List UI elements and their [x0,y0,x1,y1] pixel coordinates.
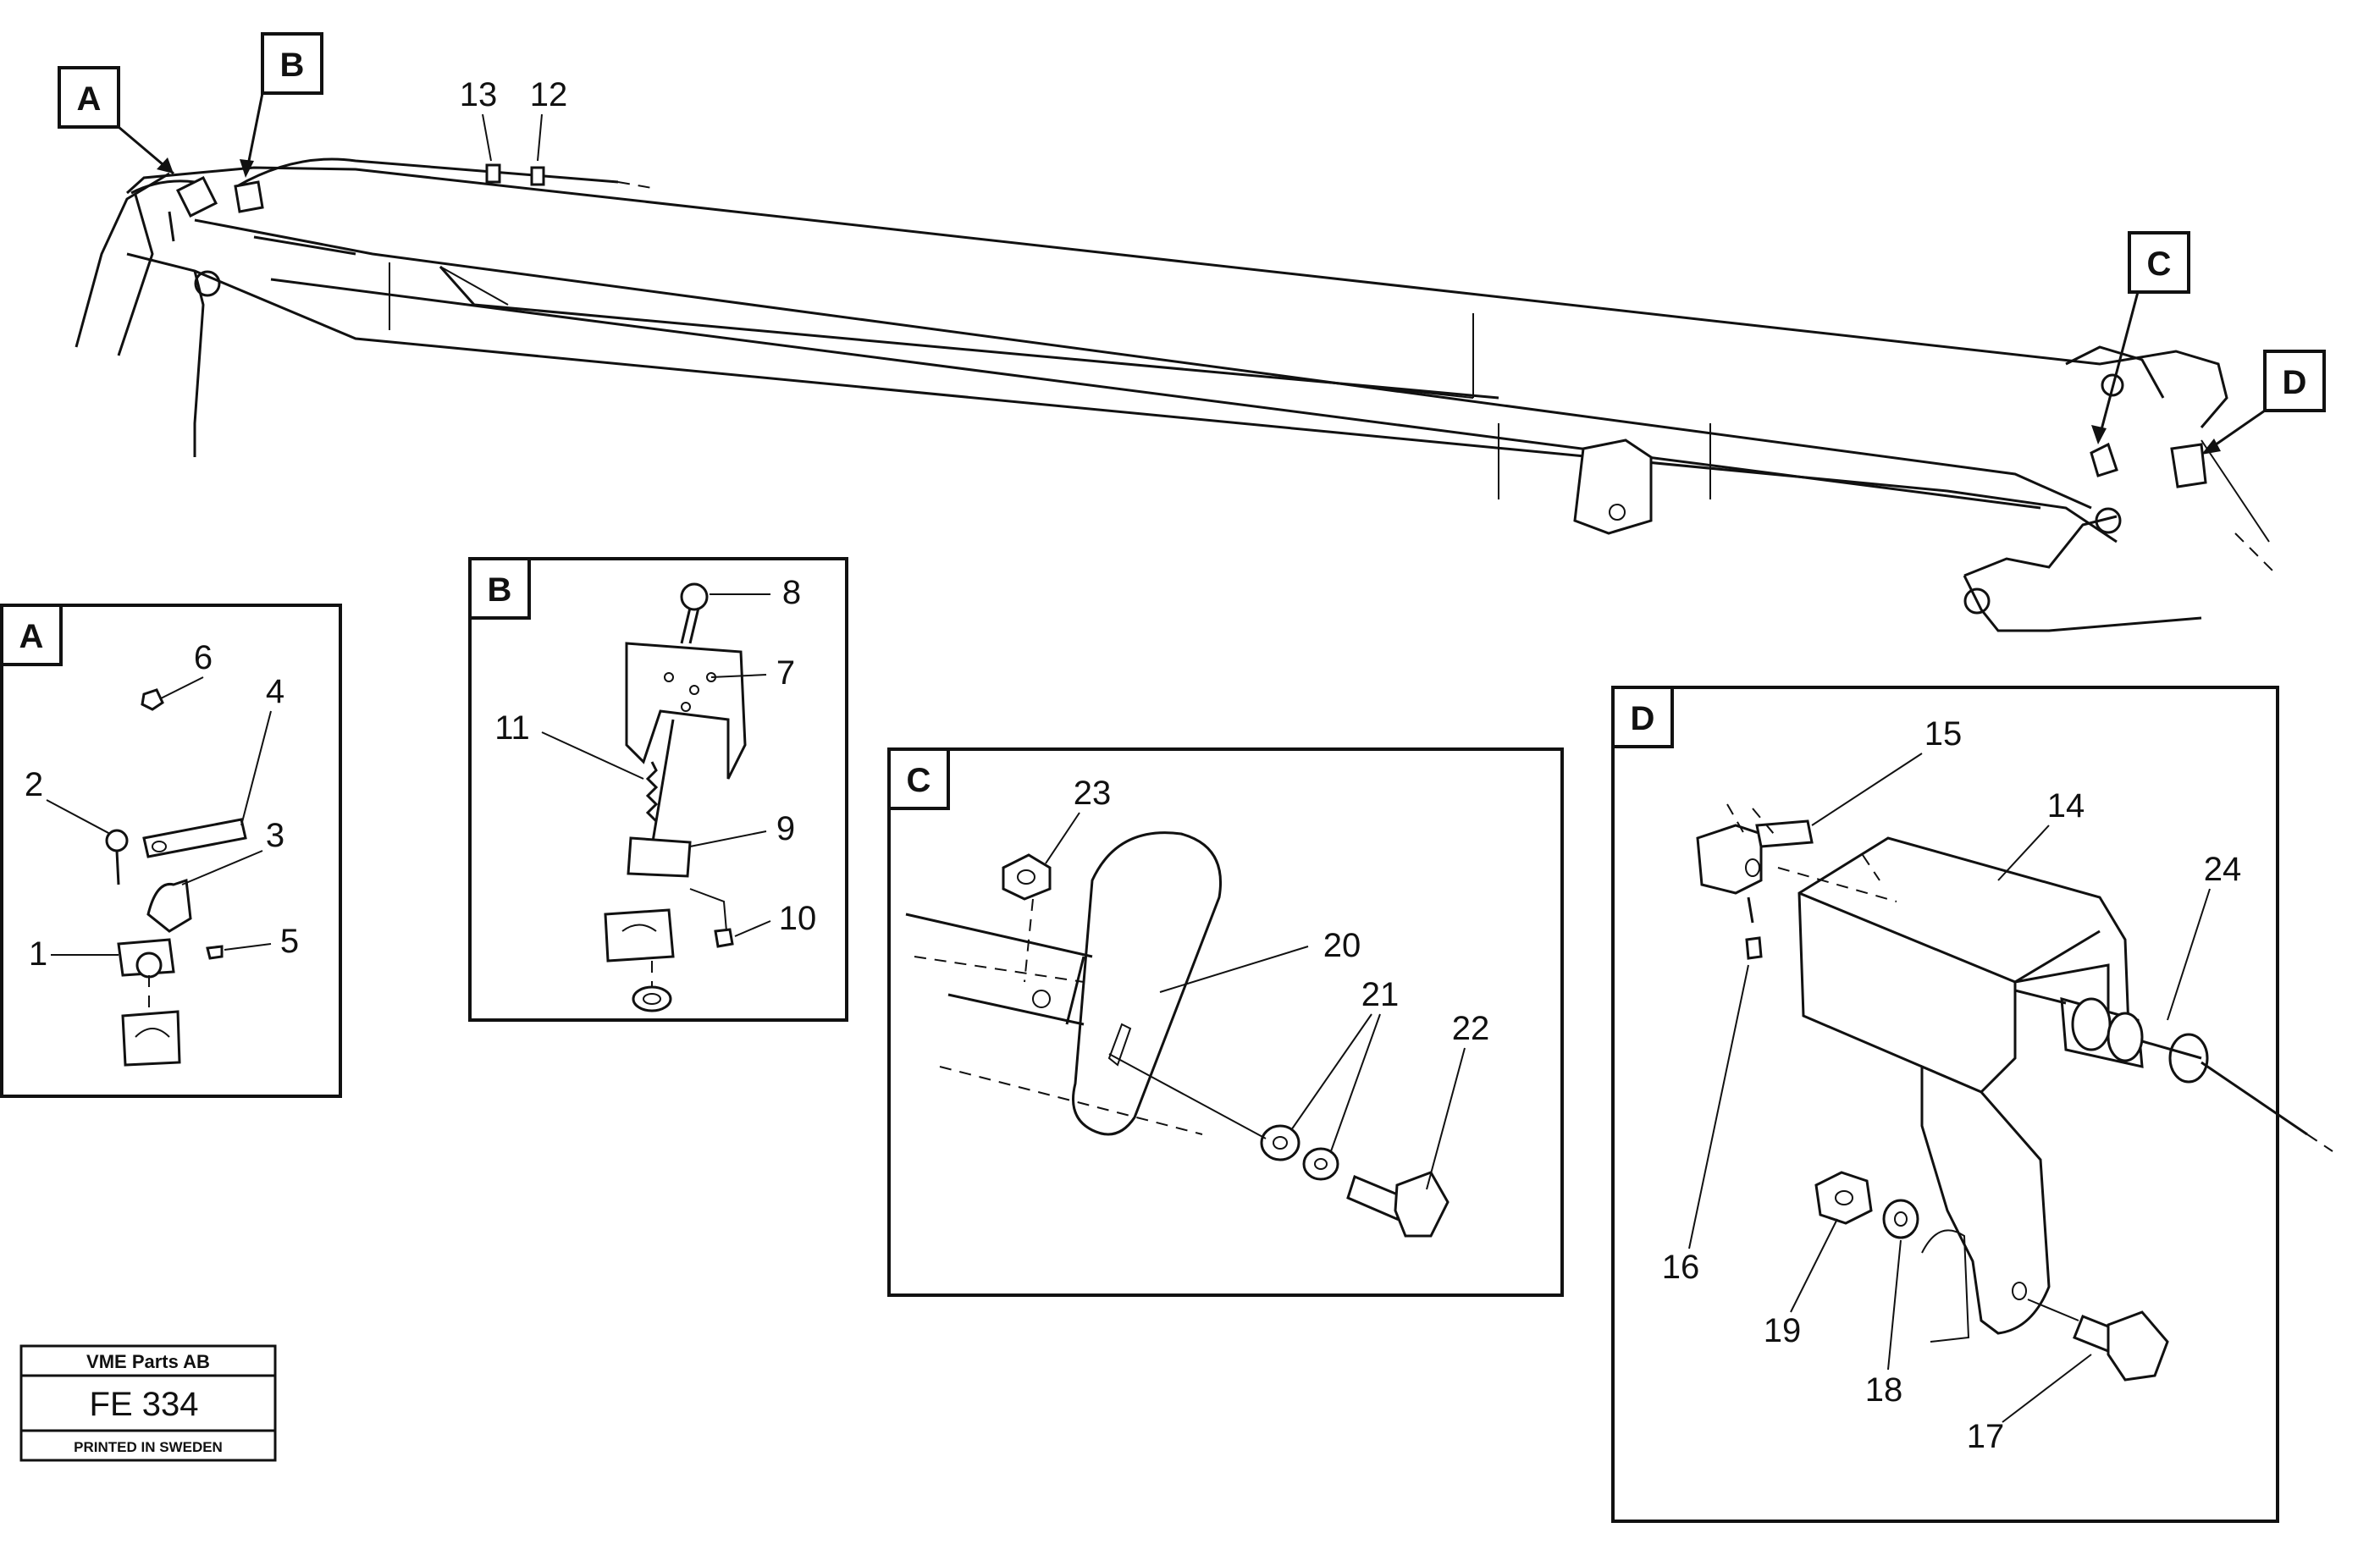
part-22-bolt-head [1394,1171,1450,1238]
part-20-plate [1072,831,1222,1136]
title-block: VME Parts AB FE 334 PRINTED IN SWEDEN [19,1344,277,1462]
part-17-bolt-head [2107,1310,2169,1382]
detail-d: D [1611,686,2333,1523]
label-6: 6 [194,639,213,676]
label-22: 22 [1452,1010,1490,1047]
svg-text:D: D [2283,364,2307,401]
detail-c: C 23 20 21 22 [887,747,1564,1297]
label-1: 1 [29,935,47,973]
part-b-lower-clamp [604,908,675,963]
boom-fitting-a [168,175,218,242]
svg-text:B: B [488,571,512,609]
title-code: FE 334 [90,1386,199,1423]
label-14: 14 [2047,787,2085,825]
label-3: 3 [266,817,284,854]
svg-text:A: A [77,80,102,118]
label-21: 21 [1361,976,1400,1013]
label-19: 19 [1764,1312,1802,1349]
boom-fitting-c [2090,442,2118,477]
label-8: 8 [782,574,801,611]
callout-b-main: B [240,32,323,178]
part-21-washer-a [1260,1124,1300,1161]
part-9-block [627,836,692,878]
label-5: 5 [280,923,299,960]
detail-b: B 8 7 11 9 10 [468,557,848,1022]
part-16-screw [1745,936,1763,960]
label-2: 2 [25,766,43,803]
label-7: 7 [776,654,795,692]
part-18-washer [1882,1199,1919,1239]
detail-a: A 6 4 2 3 1 5 [0,604,342,1098]
label-20: 20 [1323,927,1361,964]
part-19-nut [1814,1171,1873,1225]
label-16: 16 [1662,1249,1700,1286]
boom-fitting-b [234,180,264,213]
svg-text:C: C [2147,245,2172,283]
svg-text:A: A [19,618,44,655]
part-4-plate [142,818,247,858]
part-1-lower-clamp [121,1010,181,1067]
label-13: 13 [460,76,498,162]
boom-arm [75,157,2278,632]
part-6-nut [141,688,164,711]
label-17: 17 [1967,1418,2005,1455]
boom-fitting-d [2170,443,2207,488]
part-15-clip [1696,824,1763,895]
svg-text:B: B [280,47,305,84]
part-10-screw [714,928,734,948]
part-3-bracket [146,878,192,933]
label-23: 23 [1074,775,1112,812]
svg-text:D: D [1631,700,1655,737]
label-4: 4 [266,673,284,710]
callout-d-main: D [2201,350,2326,455]
label-15: 15 [1924,715,1963,753]
part-11-spring [645,761,659,823]
title-printed: PRINTED IN SWEDEN [74,1439,223,1455]
title-company: VME Parts AB [86,1351,210,1372]
part-b-nut [632,985,672,1012]
label-11: 11 [494,709,530,747]
svg-text:12: 12 [530,76,568,113]
part-23-nut [1002,853,1052,901]
part-5-screw [206,945,224,960]
part-22-bolt-shank [1346,1174,1407,1221]
callout-c-main: C [2091,231,2190,444]
label-24: 24 [2204,851,2242,888]
part-8-bolt [680,582,709,611]
boom-fitting-13-12 [485,163,545,186]
svg-text:C: C [907,762,931,799]
part-14-leg [1920,1064,2051,1335]
part-21-washer-b [1302,1147,1339,1181]
callout-a-main: A [58,66,174,175]
label-12: 12 [530,76,568,162]
label-9: 9 [776,810,795,847]
label-18: 18 [1865,1371,1903,1409]
label-10: 10 [779,900,817,937]
svg-text:13: 13 [460,76,498,113]
